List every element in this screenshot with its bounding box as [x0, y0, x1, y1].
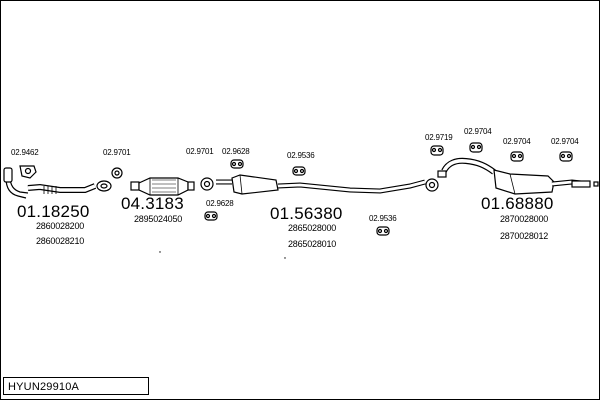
fitting-label: 02.9704: [464, 127, 492, 136]
fitting-label: 02.9628: [206, 199, 234, 208]
assembly-ref-number: 01.68880: [481, 194, 554, 213]
rubber-hanger-icon: [230, 159, 244, 169]
rear-silencer-part: [437, 157, 599, 195]
fitting-label: 02.9704: [551, 137, 579, 146]
fitting-label: 02.9701: [186, 147, 214, 156]
flange-ring-icon: [200, 177, 214, 191]
flange-ring-icon: [425, 178, 439, 192]
oem-number: 2860028210: [36, 236, 85, 246]
oem-number: 2870028000: [500, 214, 549, 224]
oem-number: 2895024050: [134, 214, 183, 224]
assembly-ref-number: 01.18250: [17, 202, 90, 221]
rubber-hanger-icon: [510, 151, 524, 162]
oem-number: 2870028012: [500, 231, 549, 241]
oem-number: 2865028000: [288, 223, 337, 233]
fitting-label: 02.9701: [103, 148, 131, 157]
centre-silencer-part: [216, 174, 426, 195]
oem-number: 2860028200: [36, 221, 85, 231]
drawing-title-box: HYUN29910A: [3, 377, 149, 395]
assembly-ref-number: 04.3183: [121, 194, 184, 213]
oem-number: 2865028010: [288, 239, 337, 249]
fitting-label: 02.9704: [503, 137, 531, 146]
assembly-ref-number: 01.56380: [270, 204, 343, 223]
fitting-label: 02.9719: [425, 133, 453, 142]
fitting-label: 02.9462: [11, 148, 39, 157]
fitting-label: 02.9536: [369, 214, 397, 223]
rubber-hanger-icon: [469, 142, 483, 153]
rubber-hanger-icon: [559, 151, 573, 162]
fitting-label: 02.9628: [222, 147, 250, 156]
catalytic-converter-part: [130, 177, 195, 196]
front-pipe-part: [3, 167, 112, 199]
rubber-hanger-icon: [376, 226, 390, 236]
fitting-label: 02.9536: [287, 151, 315, 160]
rubber-hanger-icon: [204, 211, 218, 221]
gasket-icon: [19, 165, 37, 179]
rubber-hanger-icon: [430, 145, 444, 156]
flange-ring-icon: [111, 167, 123, 179]
drawing-title: HYUN29910A: [8, 381, 80, 393]
rubber-hanger-icon: [292, 166, 306, 176]
